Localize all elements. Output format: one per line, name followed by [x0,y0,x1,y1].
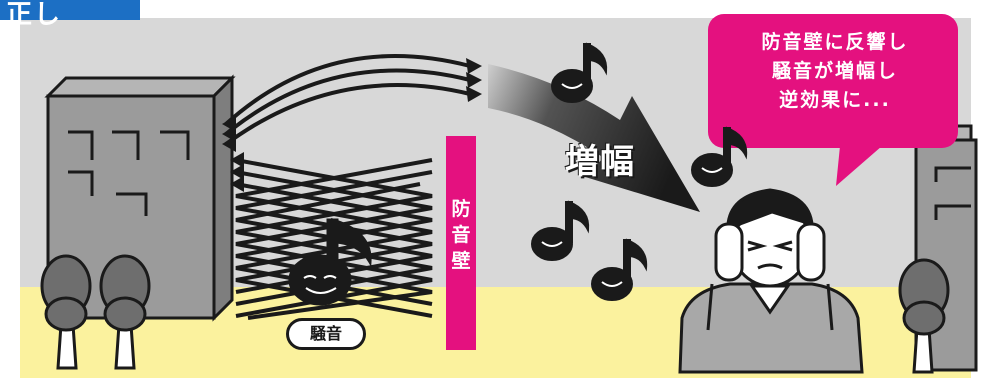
tree [40,254,92,370]
tree [898,258,950,374]
speech-bubble [708,14,958,186]
eighth-note-face-icon [591,238,648,301]
noise-label: 騒音 [286,318,366,350]
section-badge: 正し [0,0,140,26]
amplification-label: 増幅 [565,142,635,182]
eighth-note-face-icon [551,42,608,103]
eighth-note-face-icon [531,200,590,261]
amplification-arrow [488,64,700,212]
eighth-note-face-icon [288,217,372,306]
speech-bubble-text: 防音壁に反響し 騒音が増幅し 逆効果に... [761,31,909,111]
sound-barrier [446,136,476,350]
sound-barrier-label: 防 音 壁 [451,198,471,272]
reflected-sound-arcs [222,54,482,152]
eighth-note-face-icon [691,126,748,187]
badge-label: 正し [6,0,63,26]
tree [99,254,151,370]
covering-ears-person [678,188,864,374]
